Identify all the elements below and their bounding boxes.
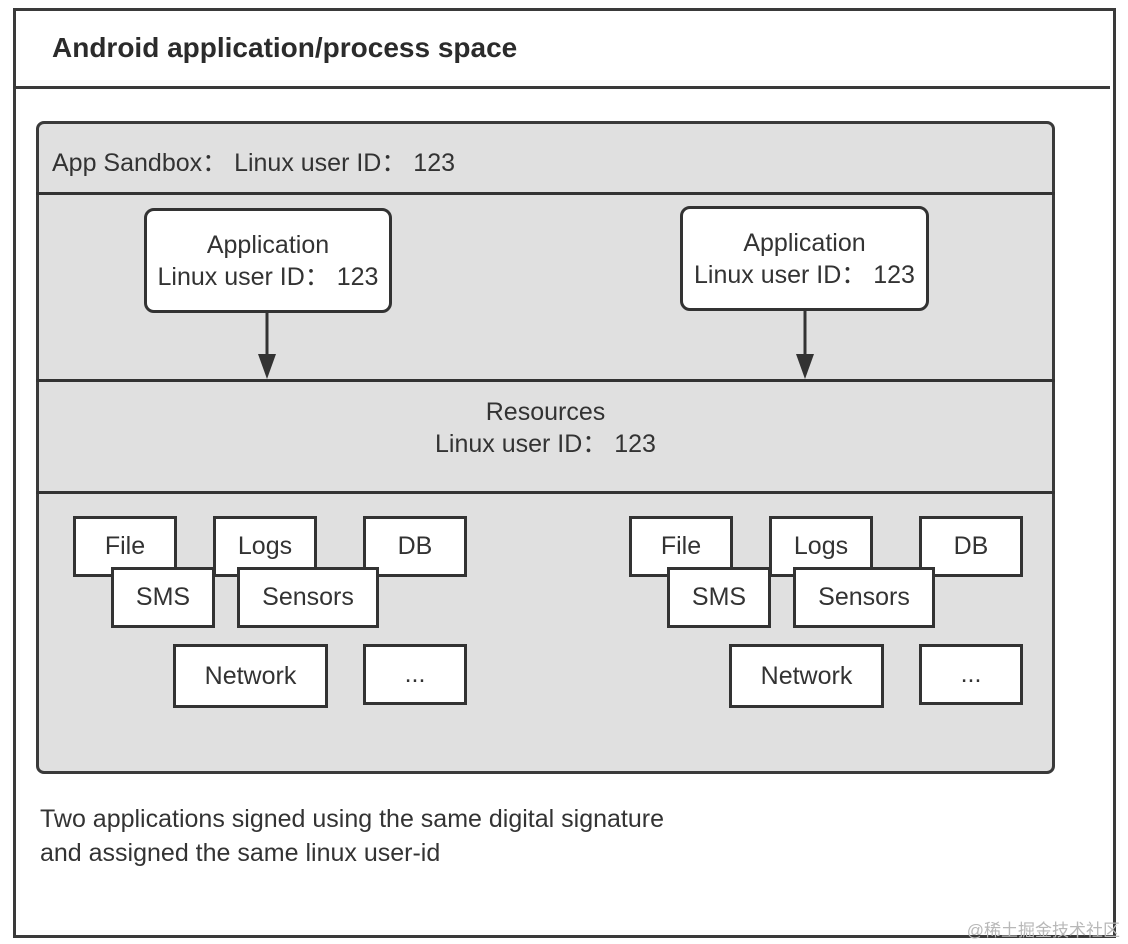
application-1-user-id: Linux user ID： 123 (157, 262, 379, 291)
resources-divider (36, 491, 1055, 494)
diagram-title: Android application/process space (52, 32, 518, 63)
resources-title: Resources (485, 398, 606, 426)
application-box-1: Application Linux user ID： 123 (144, 208, 392, 313)
resources-section: Resources Linux user ID： 123 (36, 396, 1055, 460)
resource-sms: SMS (667, 567, 771, 628)
arrow-app2-to-resources (796, 311, 814, 379)
title-divider (13, 86, 1110, 89)
resource-sensors: Sensors (237, 567, 379, 628)
watermark: @稀土掘金技术社区 (966, 921, 1120, 940)
resource-more: ... (363, 644, 467, 705)
caption-line-2: and assigned the same linux user-id (40, 839, 441, 867)
sandbox-header-divider (36, 192, 1055, 195)
application-1-title: Application (206, 230, 330, 259)
resource-logs: Logs (769, 516, 873, 577)
resources-user-id: Linux user ID： 123 (435, 430, 656, 458)
resource-network: Network (173, 644, 328, 708)
arrow-app1-to-resources (258, 313, 276, 379)
applications-divider (36, 379, 1055, 382)
application-2-title: Application (743, 228, 866, 257)
diagram-caption: Two applications signed using the same d… (40, 802, 664, 870)
resource-file: File (629, 516, 733, 577)
sandbox-label: App Sandbox： Linux user ID： 123 (52, 149, 456, 177)
resource-db: DB (919, 516, 1023, 577)
application-2-user-id: Linux user ID： 123 (694, 260, 915, 289)
resource-network: Network (729, 644, 884, 708)
application-box-2: Application Linux user ID： 123 (680, 206, 929, 311)
caption-line-1: Two applications signed using the same d… (40, 805, 664, 833)
resource-db: DB (363, 516, 467, 577)
resource-sensors: Sensors (793, 567, 935, 628)
resource-more: ... (919, 644, 1023, 705)
resource-sms: SMS (111, 567, 215, 628)
